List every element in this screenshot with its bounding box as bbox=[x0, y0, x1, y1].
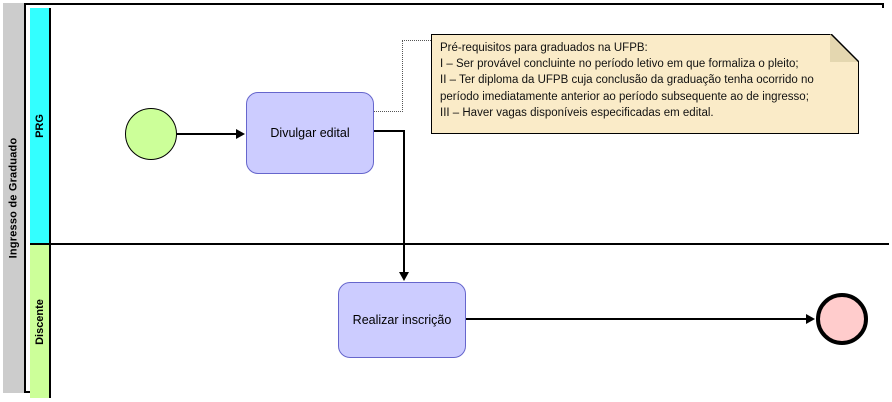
text-annotation-note[interactable]: Pré-requisitos para graduados na UFPB: I… bbox=[431, 34, 859, 134]
lane-header-prg[interactable]: PRG bbox=[30, 8, 51, 243]
pool-title-label: Ingresso de Graduado bbox=[7, 137, 20, 259]
lane-body-discente bbox=[51, 245, 889, 398]
lane-label-discente: Discente bbox=[33, 298, 46, 345]
sequence-flow-arrowhead-start-to-divulgar bbox=[236, 129, 245, 139]
end-event[interactable] bbox=[816, 293, 868, 345]
association-segment-v bbox=[402, 40, 403, 112]
note-background bbox=[431, 34, 859, 134]
sequence-flow-arrowhead-divulgar-to-inscricao bbox=[399, 272, 409, 281]
task-label-realizar-inscricao: Realizar inscrição bbox=[352, 313, 452, 327]
sequence-flow-divulgar-to-inscricao-h bbox=[374, 130, 405, 132]
note-text: Pré-requisitos para graduados na UFPB: I… bbox=[440, 42, 814, 119]
lane-label-prg: PRG bbox=[33, 113, 46, 138]
task-divulgar-edital[interactable]: Divulgar edital bbox=[246, 92, 374, 174]
start-event[interactable] bbox=[125, 108, 177, 160]
association-segment-h-lower bbox=[374, 111, 403, 112]
sequence-flow-arrowhead-inscricao-to-end bbox=[806, 314, 815, 324]
task-label-divulgar-edital: Divulgar edital bbox=[270, 126, 350, 140]
lane-discente[interactable]: Discente bbox=[30, 245, 889, 398]
sequence-flow-inscricao-to-end bbox=[466, 318, 810, 320]
association-segment-h-upper bbox=[402, 40, 433, 41]
sequence-flow-start-to-divulgar bbox=[177, 133, 237, 135]
lane-header-discente[interactable]: Discente bbox=[30, 245, 51, 398]
pool-header[interactable]: Ingresso de Graduado bbox=[3, 3, 26, 393]
task-realizar-inscricao[interactable]: Realizar inscrição bbox=[338, 282, 466, 358]
sequence-flow-divulgar-to-inscricao-v bbox=[403, 130, 405, 275]
